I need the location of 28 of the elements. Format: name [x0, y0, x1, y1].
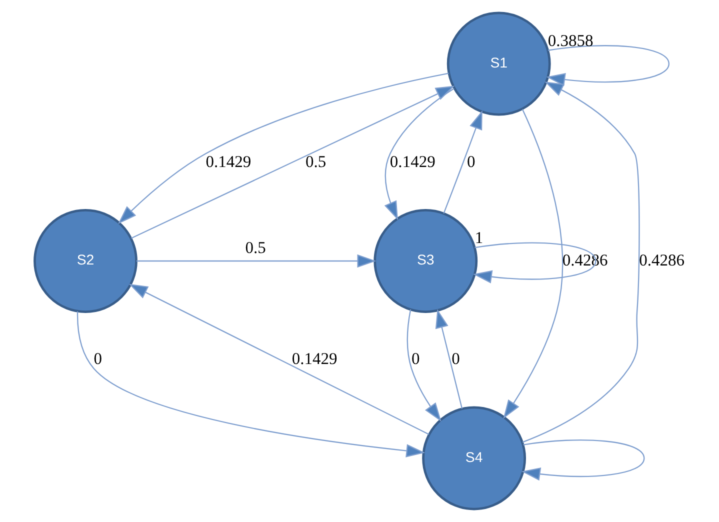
arrow: [473, 242, 596, 284]
arrow: [136, 254, 376, 268]
edge-label: 0.5: [245, 238, 266, 257]
edge-label: 0.4286: [562, 250, 608, 270]
arrow: [443, 110, 482, 214]
edge-label: 0: [466, 152, 476, 171]
arrow: [118, 72, 449, 224]
arrow: [76, 311, 426, 458]
arrow: [406, 309, 442, 422]
node-circle: S4: [422, 406, 526, 510]
edge-label: 0: [94, 348, 102, 368]
arrow: [130, 86, 455, 239]
arrow: [522, 82, 640, 443]
arrow: [521, 440, 645, 481]
arrow: [546, 45, 670, 86]
arrow: [128, 284, 430, 435]
edge-label: 0: [452, 348, 460, 368]
edge-label: 0.1429: [292, 348, 338, 368]
edge-label: 0: [411, 348, 420, 368]
arrow: [503, 109, 564, 419]
node-circle: S2: [34, 209, 138, 313]
edge-label: 0.1429: [206, 152, 252, 171]
arrow: [384, 88, 454, 220]
edge-label: 0.5: [305, 152, 326, 171]
arrow: [435, 309, 463, 409]
node-circle: S3: [374, 209, 478, 313]
edge-label: 0.4286: [639, 250, 685, 270]
edge-label: 0.1429: [390, 152, 436, 171]
